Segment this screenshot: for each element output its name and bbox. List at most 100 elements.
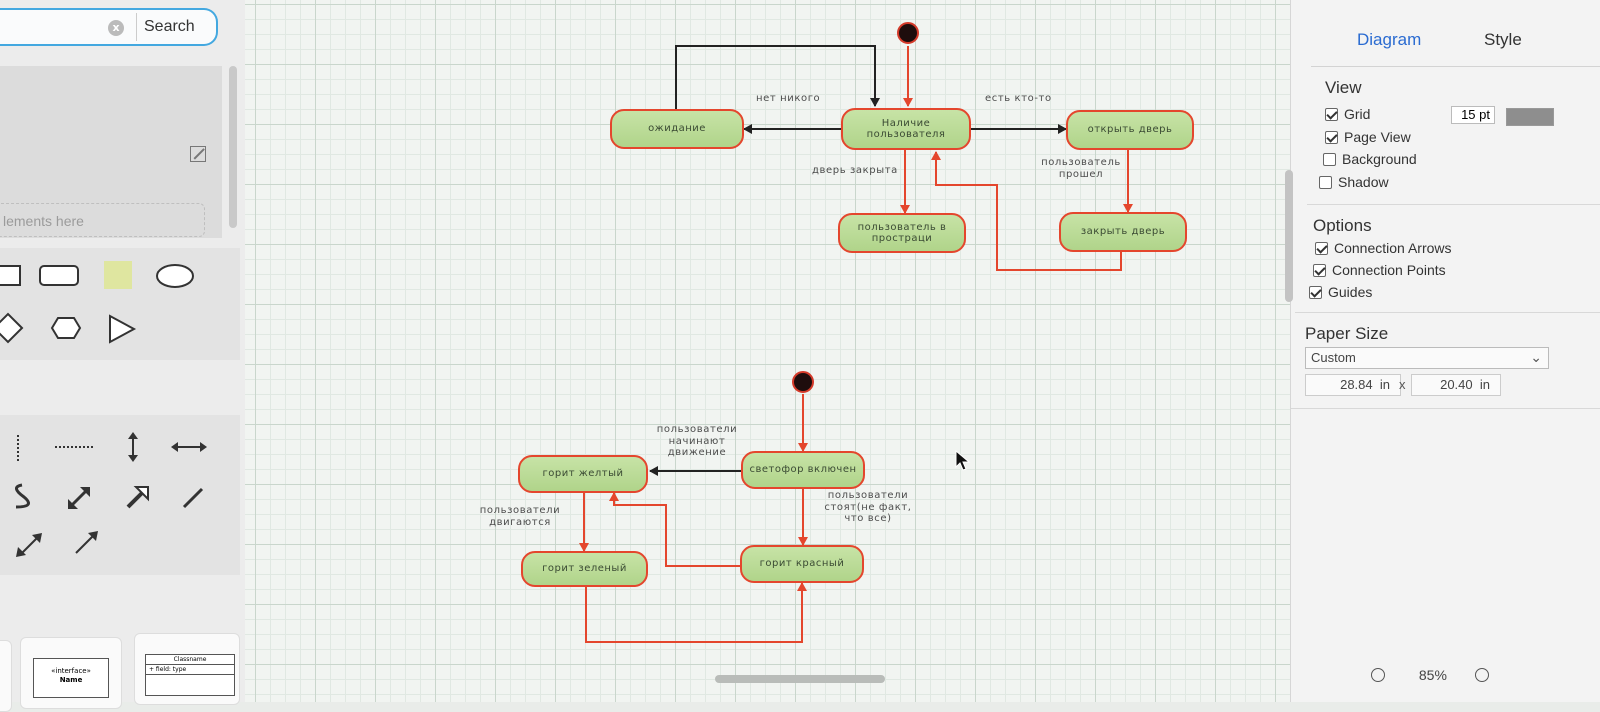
connector-line[interactable] [182, 487, 204, 509]
paper-width-unit: in [1379, 377, 1390, 392]
paper-width-input[interactable]: 28.84 in [1305, 374, 1401, 396]
scratchpad-drop-zone[interactable]: lements here [0, 203, 205, 237]
section-divider [1291, 408, 1600, 409]
edge-red-to-yellow [609, 492, 744, 567]
paper-height-value: 20.40 [1440, 377, 1473, 392]
tabs-divider [1311, 66, 1600, 67]
label-users-start[interactable]: пользователи начинают движение [656, 424, 738, 458]
options-section-title: Options [1313, 216, 1372, 235]
shape-rhombus[interactable] [0, 312, 24, 344]
label-nobody[interactable]: нет никого [756, 93, 821, 104]
checkbox-checked-icon [1309, 285, 1322, 299]
tab-style[interactable]: Style [1484, 30, 1522, 49]
shadow-label: Shadow [1338, 174, 1389, 190]
checkbox-checked-icon [1325, 130, 1338, 144]
zoom-out-icon[interactable] [1371, 668, 1385, 682]
connector-curved[interactable] [15, 483, 30, 509]
canvas-horizontal-scrollbar[interactable] [715, 675, 885, 683]
state-open-door[interactable]: открыть дверь [1066, 110, 1194, 150]
page-view-label: Page View [1344, 129, 1411, 145]
search-button[interactable]: Search [136, 13, 212, 41]
initial-state-1[interactable] [897, 22, 919, 44]
checkbox-unchecked-icon [1319, 175, 1332, 189]
shape-ellipse[interactable] [156, 264, 194, 288]
label-someone[interactable]: есть кто-то [985, 93, 1052, 104]
checkbox-checked-icon [1315, 241, 1328, 255]
connector-directional-diagonal[interactable] [75, 531, 98, 554]
background-checkbox[interactable]: Background [1323, 151, 1417, 167]
paper-size-select[interactable]: Custom ⌄ [1305, 347, 1549, 369]
label-users-move[interactable]: пользователи двигаются [479, 505, 561, 528]
page-view-checkbox[interactable]: Page View [1325, 129, 1411, 145]
uml-interface-name: Name [59, 676, 83, 684]
zoom-level[interactable]: 85% [1418, 667, 1447, 683]
shapes-general-section [0, 248, 240, 360]
chevron-down-icon: ⌄ [1530, 349, 1542, 365]
format-panel: Diagram Style View Grid 15 pt Page View … [1285, 0, 1600, 702]
guides-label: Guides [1328, 284, 1373, 300]
state-lights-on[interactable]: светофор включен [741, 451, 865, 489]
view-section-title: View [1325, 78, 1362, 97]
guides-checkbox[interactable]: Guides [1309, 284, 1372, 300]
uml-class-header: Classname [146, 655, 234, 665]
paper-height-unit: in [1479, 377, 1490, 392]
paper-height-input[interactable]: 20.40 in [1411, 374, 1501, 396]
state-yellow[interactable]: горит желтый [518, 455, 648, 493]
state-red[interactable]: горит красный [740, 545, 864, 583]
grid-checkbox[interactable]: Grid [1325, 106, 1370, 122]
panel-scrollbar[interactable] [1285, 170, 1293, 302]
shadow-checkbox[interactable]: Shadow [1319, 174, 1389, 190]
connection-points-checkbox[interactable]: Connection Points [1313, 262, 1446, 278]
connectors-section [0, 415, 240, 575]
label-user-passed[interactable]: пользователь прошел [1041, 157, 1121, 180]
connection-points-label: Connection Points [1332, 262, 1446, 278]
label-door-closed[interactable]: дверь закрыта [812, 165, 898, 176]
section-divider [1295, 312, 1600, 313]
shape-hexagon[interactable] [50, 317, 82, 339]
connector-arrow-outline[interactable] [126, 486, 149, 509]
uml-interface-shape[interactable]: «interface» Name [20, 637, 122, 709]
shape-triangle[interactable] [109, 314, 137, 344]
paper-size-section-title: Paper Size [1305, 324, 1389, 343]
checkbox-unchecked-icon [1323, 152, 1336, 166]
state-waiting[interactable]: ожидание [610, 109, 744, 149]
shape-note[interactable] [104, 261, 132, 289]
shape-rectangle[interactable] [0, 265, 21, 286]
state-green[interactable]: горит зеленый [521, 551, 648, 587]
tab-diagram[interactable]: Diagram [1357, 30, 1422, 49]
paper-size-value: Custom [1311, 350, 1356, 365]
edge-green-to-red [585, 582, 807, 643]
edge-waiting-loop [675, 45, 880, 110]
grid-label: Grid [1344, 106, 1371, 122]
scratchpad: lements here [0, 66, 222, 238]
uml-class-shape[interactable]: Classname + field: type [134, 633, 240, 705]
initial-state-2[interactable] [792, 371, 814, 393]
grid-color-swatch[interactable] [1506, 108, 1554, 126]
clear-search-icon[interactable]: x [108, 20, 124, 36]
grid-size-input[interactable]: 15 pt [1451, 106, 1495, 124]
section-divider [1307, 204, 1600, 205]
connection-arrows-checkbox[interactable]: Connection Arrows [1315, 240, 1452, 256]
connector-bidirectional-vertical[interactable] [128, 432, 138, 462]
state-user-in-space[interactable]: пользователь в простраци [838, 213, 966, 253]
shape-search-box: x Search [0, 8, 218, 46]
edit-scratchpad-icon[interactable] [190, 146, 206, 162]
label-users-stand[interactable]: пользователи стоят(не факт, что все) [824, 490, 912, 524]
dimension-separator: x [1399, 377, 1406, 392]
shape-search-input[interactable] [0, 16, 100, 40]
checkbox-checked-icon [1313, 263, 1326, 277]
mouse-cursor-icon [955, 450, 971, 471]
shape-rounded-rectangle[interactable] [39, 265, 79, 286]
zoom-in-icon[interactable] [1474, 668, 1489, 682]
connector-bidirectional-diagonal[interactable] [16, 533, 42, 557]
uml-class-field: + field: type [146, 665, 234, 675]
state-close-door[interactable]: закрыть дверь [1059, 212, 1187, 252]
diagram-connectors [579, 45, 1133, 643]
checkbox-checked-icon [1325, 107, 1338, 121]
connector-bidirectional-horizontal[interactable] [171, 442, 207, 452]
sidebar-scrollbar[interactable] [229, 66, 237, 228]
edge-close-to-presence [931, 151, 1122, 271]
connector-double-arrow[interactable] [68, 487, 90, 509]
state-user-presence[interactable]: Наличие пользователя [841, 108, 971, 150]
paper-width-value: 28.84 [1340, 377, 1373, 392]
